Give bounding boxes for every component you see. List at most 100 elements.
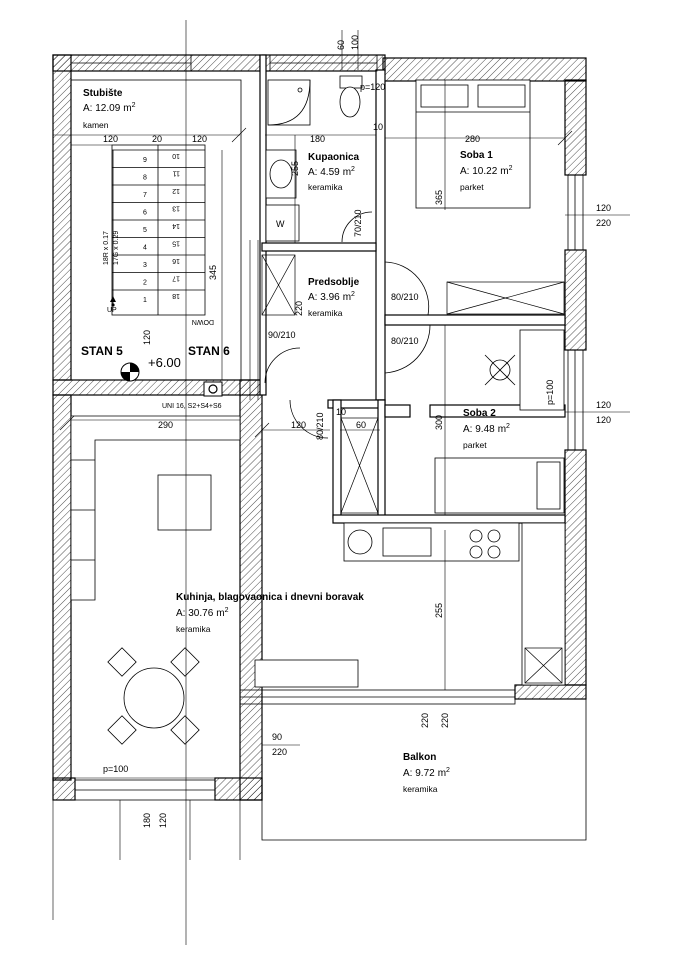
dim-120a: 120 xyxy=(103,134,118,144)
stair-step-up-number: 8 xyxy=(143,175,147,182)
dim-255b: 255 xyxy=(434,603,444,618)
stair-step-down-number: 16 xyxy=(172,257,180,264)
stair-step-up-number: 2 xyxy=(143,280,147,287)
level-marker xyxy=(120,362,140,382)
dim-10b: 10 xyxy=(336,407,346,417)
dim-60: 60 xyxy=(356,420,366,430)
stair-step-down-number: 11 xyxy=(173,170,180,177)
dim-r220-top: 220 xyxy=(596,218,611,228)
room-name-kupaonica: Kupaonica xyxy=(308,152,360,163)
room-name-stubiste: Stubište xyxy=(83,88,123,99)
balkon-outline xyxy=(261,699,587,841)
kitchen-counter xyxy=(343,522,520,562)
room-material-balkon: keramika xyxy=(403,784,438,794)
level-label: +6.00 xyxy=(148,355,181,370)
staircase xyxy=(70,79,242,381)
doors xyxy=(264,211,431,439)
room-name-soba1: Soba 1 xyxy=(460,150,493,161)
dim-90: 90 xyxy=(272,732,282,742)
p-living-label: p=100 xyxy=(103,764,128,774)
room-material-stubiste: kamen xyxy=(83,120,109,130)
dim-300: 300 xyxy=(434,415,444,430)
dim-p120-top: p=120 xyxy=(360,82,385,92)
furniture xyxy=(70,75,566,779)
stair-step-numbers: 9 8 7 6 5 4 3 2 1 10 11 12 13 14 15 16 17 18 xyxy=(143,152,180,304)
up-label: UP xyxy=(107,307,117,314)
room-material-kupaonica: keramika xyxy=(308,182,343,192)
dim-top-100: 100 xyxy=(350,35,360,50)
dim-10a: 10 xyxy=(373,122,383,132)
room-material-soba1: parket xyxy=(460,182,484,192)
shower-tray xyxy=(267,79,311,126)
p-soba2-label: p=100 xyxy=(545,380,555,405)
stair-step-down-number: 14 xyxy=(172,222,180,229)
toilet-tank xyxy=(339,75,363,89)
room-material-predsoblje: keramika xyxy=(308,308,343,318)
stair-step-down-number: 17 xyxy=(172,275,180,282)
stair-step-up-number: 6 xyxy=(143,210,147,217)
dim-80-210c: 80/210 xyxy=(315,412,325,440)
dim-90-210: 90/210 xyxy=(268,330,296,340)
windows xyxy=(70,54,584,801)
room-name-balkon: Balkon xyxy=(403,752,436,763)
dim-20: 20 xyxy=(152,134,162,144)
washer-label: W xyxy=(276,219,285,229)
down-label: DOWN xyxy=(192,318,214,325)
dim-80-210b: 80/210 xyxy=(391,336,419,346)
washbasin xyxy=(265,149,297,199)
room-material-soba2: parket xyxy=(463,440,487,450)
dim-180-bot: 180 xyxy=(142,813,152,828)
coffee-table xyxy=(157,474,212,531)
uni-label: UNI 16, S2+S4+S6 xyxy=(162,403,222,410)
dim-365: 365 xyxy=(434,190,444,205)
stair-spec-b: 17G x 0.29 xyxy=(113,231,120,265)
dining-table xyxy=(123,667,185,729)
dim-220b: 220 xyxy=(440,713,450,728)
dim-top-60: 60 xyxy=(336,40,346,50)
dimension-lines xyxy=(52,20,630,945)
dim-255a: 255 xyxy=(290,161,300,176)
dim-345: 345 xyxy=(208,265,218,280)
stair-step-up-number: 1 xyxy=(143,297,147,304)
stair-step-down-number: 13 xyxy=(172,205,180,212)
dim-280: 280 xyxy=(465,134,480,144)
stair-step-down-number: 10 xyxy=(172,152,180,159)
desk xyxy=(519,329,565,411)
stair-step-down-number: 15 xyxy=(172,240,180,247)
dim-220-bal: 220 xyxy=(272,747,287,757)
room-material-kuhinja: keramika xyxy=(176,624,211,634)
stair-step-up-number: 4 xyxy=(143,245,147,252)
stair-step-up-number: 7 xyxy=(143,192,147,199)
dim-r120-mid: 120 xyxy=(596,400,611,410)
stair-step-up-number: 9 xyxy=(143,157,147,164)
dim-180: 180 xyxy=(310,134,325,144)
stan6-label: STAN 6 xyxy=(188,344,230,358)
dim-120-bot: 120 xyxy=(158,813,168,828)
stair-step-down-number: 18 xyxy=(172,292,180,299)
toilet-icon xyxy=(339,86,361,118)
stan5-label: STAN 5 xyxy=(81,344,123,358)
room-name-kuhinja: Kuhinja, blagovaonica i dnevni boravak xyxy=(176,592,364,603)
stair-step-up-number: 5 xyxy=(143,227,147,234)
dim-120-stan: 120 xyxy=(142,330,152,345)
sofa xyxy=(70,415,241,601)
dim-r120-mid2: 120 xyxy=(596,415,611,425)
room-name-soba2: Soba 2 xyxy=(463,408,496,419)
room-name-predsoblje: Predsoblje xyxy=(308,277,360,288)
uni-box xyxy=(203,381,223,397)
dim-220a: 220 xyxy=(420,713,430,728)
dim-220-pred: 220 xyxy=(294,301,304,316)
stair-step-down-number: 12 xyxy=(172,187,180,194)
dim-70-210: 70/210 xyxy=(353,209,363,237)
washer-box xyxy=(265,204,300,242)
dim-290: 290 xyxy=(158,420,173,430)
stair-step-up-number: 3 xyxy=(143,262,147,269)
